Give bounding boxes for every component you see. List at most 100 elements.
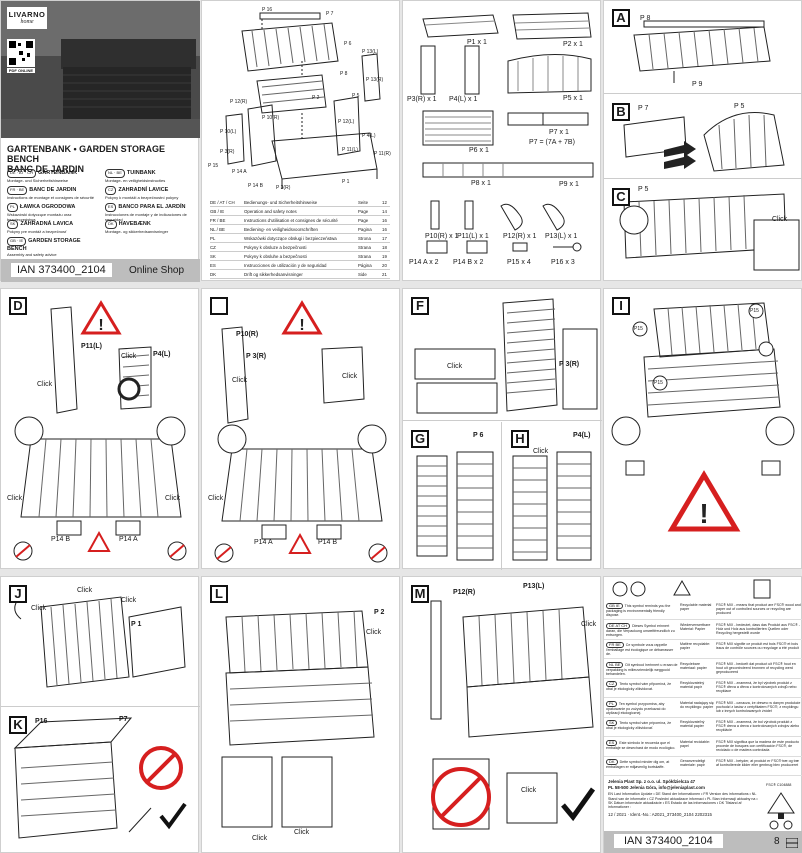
step-l-drawing [221, 610, 375, 828]
part-label: P1 x 1 [467, 39, 487, 46]
recycling-desc: Este símbolo le recuerda que el embalaje… [606, 740, 676, 750]
recycling-fsc: FSC® MIX - bedoelt dat product uit FSC® … [716, 661, 796, 674]
index-word: Pagina [358, 227, 372, 232]
step-letter-c: C [612, 188, 630, 206]
page-badge: 8 [774, 836, 780, 847]
label-j-click-1: Click [31, 605, 47, 612]
index-page: 18 [382, 245, 387, 250]
index-code: GB / IE [210, 209, 225, 214]
label-m-click-1: Click [581, 621, 597, 628]
index-code: PL [210, 236, 216, 241]
recycling-material: Material reciclable: papel [680, 739, 710, 748]
exploded-part-label: P 5 [352, 93, 360, 99]
language-sub: Pokyny k montáži a bezpečnostní pokyny [105, 194, 179, 200]
step-h: H P4(L) Click [503, 422, 602, 570]
recycling-fsc: FSC® MIX - znamená, že byl výrobek produ… [716, 681, 797, 694]
part-label: P7 = (7A + 7B) [529, 139, 575, 146]
language-name: ZAHRADNÍ LAVICE [118, 187, 169, 193]
recycling-material: Genanvendeligt materiale: papir [680, 759, 706, 768]
fsc-logo-icon [767, 792, 795, 830]
exploded-part-label: P 15 [208, 163, 219, 169]
label-l-click-1: Click [366, 629, 382, 636]
step-a-drawing [633, 20, 771, 83]
exploded-part-label: P 12(L) [338, 119, 355, 125]
step-k: K P16 P7 [1, 708, 200, 853]
step-j-drawing [14, 596, 186, 688]
step-letter-f: F [411, 297, 429, 315]
step-h-drawing [512, 451, 592, 561]
index-text: Instructions d'utilisation et consignes … [244, 218, 338, 223]
qr-caption: PDF ONLINE [7, 68, 35, 73]
label-b-p7: P 7 [638, 105, 649, 112]
index-code: ES [210, 263, 216, 268]
company-line-2: PL 58-500 Jelenia Góra, info@jeleniaplas… [608, 784, 705, 790]
part-label: P8 x 1 [471, 180, 491, 187]
index-code: DK [210, 272, 217, 277]
exploded-diagram [225, 12, 381, 189]
label-c-click: Click [772, 216, 788, 223]
index-text: Drift og sikkerhedsanvisninger [244, 272, 303, 277]
index-page: 20 [382, 263, 387, 268]
step-c: C P 5 Click [604, 180, 802, 282]
language-name: ZÁHRADNÁ LAVICA [20, 221, 74, 227]
svg-text:!: ! [299, 317, 304, 334]
label-d-click-1: Click [121, 353, 137, 360]
recycling-desc: Tento symbol vám pripomína, že obal je e… [606, 721, 672, 731]
exploded-part-label: P 13(L) [362, 49, 379, 55]
step-letter-e [210, 297, 228, 315]
title-line-1: GARTENBANK • GARDEN STORAGE BENCH [7, 144, 165, 164]
label-f-click: Click [447, 363, 463, 370]
recycling-fsc: FSC® MIX significa que la madera de este… [716, 739, 799, 752]
label-j-click-2: Click [77, 587, 93, 594]
index-page: 21 [382, 272, 387, 277]
index-row: DK Drift og sikkerhedsanvisninger Side 21 [210, 270, 390, 279]
date-ident-line: 12 / 2021 · Ident.-No.: A2021_373400_210… [608, 811, 713, 817]
step-m-drawing [430, 600, 596, 830]
language-codes: SK [7, 220, 19, 229]
part-label: P9 x 1 [559, 181, 579, 188]
index-word: Seite [358, 200, 369, 205]
step-g-drawing [416, 451, 494, 561]
step-d-panel: D ! P11(L) P4(L) Click Click Click Click… [0, 288, 199, 569]
label-i-p15-3: P15 [654, 380, 663, 386]
recycling-fsc: FSC® MIX - betyder, at produkt er FSC® t… [716, 759, 799, 768]
exploded-part-label: P 1 [342, 179, 350, 185]
label-h-click: Click [533, 448, 549, 455]
index-word: Side [358, 272, 367, 277]
index-word: Page [358, 209, 369, 214]
exploded-part-label: P 14 B [248, 183, 263, 189]
language-name: ŁAWKA OGRODOWA [19, 204, 76, 210]
step-f-drawing [414, 298, 598, 414]
label-l-click-2: Click [294, 829, 310, 836]
qr-icon [9, 41, 33, 65]
label-g-p6: P 6 [473, 432, 484, 439]
part-label: P7 x 1 [549, 129, 569, 136]
recycling-fsc: FSC® MIX - znamená, že bol výrobok produ… [716, 720, 800, 733]
index-row: ES Instrucciones de utilización y de segu… [210, 261, 390, 270]
index-text: Pokyny k obsluze a bezpečnosti [244, 245, 307, 250]
step-letter-j: J [9, 585, 27, 603]
step-j: J Click Click Click P 1 [1, 577, 200, 707]
index-text: Instrucciones de utilización y de seguri… [244, 263, 327, 268]
recycling-material: Recyclable material paper [680, 603, 712, 612]
step-d-drawing: ! [13, 300, 187, 561]
label-m-p12r: P12(R) [453, 589, 476, 596]
recycling-desc: Dette symbol minder dig om, at emballage… [606, 760, 670, 770]
ian-footer: IAN 373400_2104 8 [604, 831, 802, 853]
